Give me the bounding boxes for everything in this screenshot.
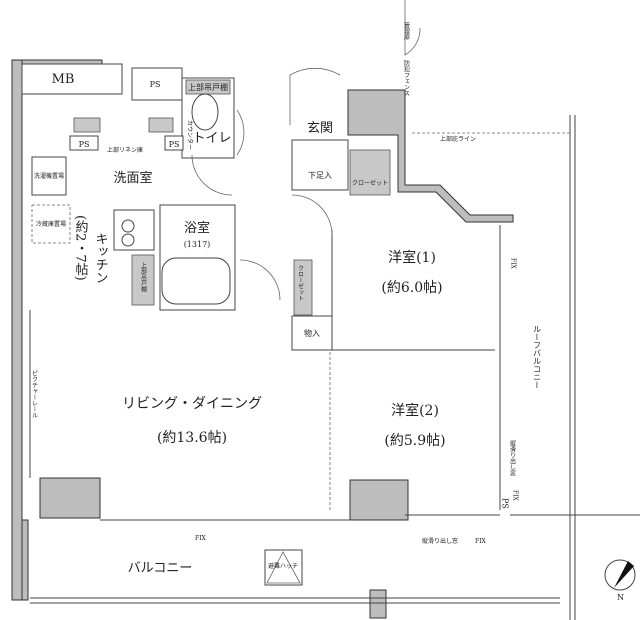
fix-label: FIX [512,490,519,502]
mb-room [21,63,123,95]
fix-label: FIX [475,538,487,545]
column-south [349,479,409,521]
ps-right [164,135,184,151]
balcony-label: バルコニー [128,561,193,576]
kitchen-cabinet-label: 上部吊戸棚 [140,261,147,293]
evac-hatch [264,549,303,586]
closet-label: クローゼット [297,265,304,301]
toilet-bowl-icon [191,93,219,131]
washer-space [31,156,67,196]
toilet-door-icon [236,109,245,156]
western2-label: 洋室(2) [391,402,439,419]
upper-cabinet-label: 上部吊戸棚 [188,82,228,92]
balcony-wall [21,519,29,601]
kitchen-upper-cabinet [131,254,155,306]
kitchen-size-label: (約2・7帖) [73,215,89,281]
bathroom-label: 浴室 [184,220,210,236]
ps-label: PS [501,498,510,509]
burner-icon [121,233,135,247]
living-label: リビング・ダイニング [122,396,262,412]
entrance-wall [347,89,514,223]
linen-label: 上部リネン庫 [107,146,143,154]
western2-size-label: (約5.9帖) [384,433,445,449]
living-size-label: (約13.6帖) [157,430,227,446]
storage-label: 物入 [304,328,320,338]
mgmt-door-icon [404,0,421,56]
linen-right [148,117,174,133]
counter-label: カウンター [186,120,194,150]
burner-icon [121,219,135,233]
security-fence-label: 防犯フェンス [403,59,410,96]
west-wall [11,59,23,601]
mgmt-door-label: 管理扉 [403,21,410,41]
fix-label: FIX [510,258,517,270]
window-label: 縦滑り出し窓 [422,537,458,545]
western1-size-label: (約6.0帖) [381,280,442,296]
fridge-space [31,204,71,244]
entrance-label: 玄関 [307,121,333,136]
washer-label: 洗濯機置場 [34,172,64,180]
picture-rail-label: ピクチャーレール [31,370,38,418]
mb-label: MB [52,72,75,87]
fix-label: FIX [195,535,207,542]
washroom-door-icon [191,154,233,196]
closet-entrance [349,149,391,196]
fridge-label: 冷蔵庫置場 [36,220,66,228]
entrance-door-icon [289,67,341,125]
roof-balcony-label: ルーフバルコニー [533,325,542,389]
shoe-cabinet-area [291,139,349,191]
ps-left [69,135,99,151]
western1-label: 洋室(1) [388,249,436,266]
eave-line-label: 上部庇ライン [440,135,476,143]
closet-western1 [293,259,313,316]
stove [113,209,155,251]
bathroom-size-label: (1317) [184,240,211,249]
bath-door-icon [239,259,281,301]
shoe-cabinet-label: 下足入 [308,171,332,180]
linen-left [73,117,101,133]
evac-hatch-icon [266,551,301,584]
bathtub-icon [161,257,231,305]
ps-label: PS [150,80,161,89]
north-label: N [617,593,624,602]
closet-label: クローゼット [352,179,388,187]
ps-label: PS [79,140,90,149]
toilet-label: トイレ [192,131,231,146]
north-arrow-icon [604,559,636,591]
balcony-post [369,589,387,619]
column-southwest [39,477,101,519]
ps-room [131,67,183,101]
kitchen-label: キッチン [93,232,108,284]
evac-hatch-label: 避難ハッチ [268,562,298,570]
ps-label: PS [169,140,180,149]
washroom-label: 洗面室 [113,170,152,186]
window-label: 縦滑り出し窓 [509,439,516,476]
western1-door-icon [291,194,333,236]
